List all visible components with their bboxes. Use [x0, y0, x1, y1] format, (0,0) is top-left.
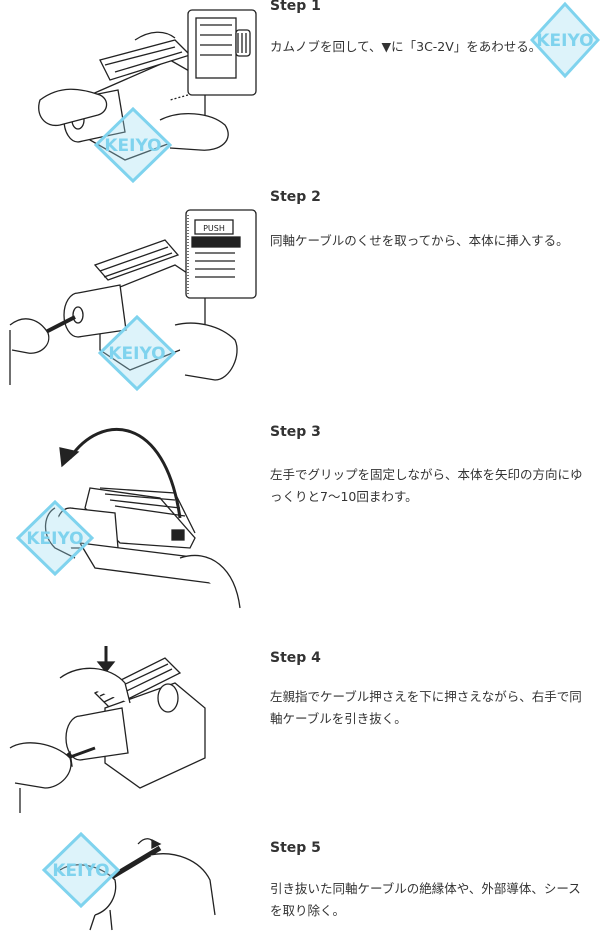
svg-text:KEIYO: KEIYO	[104, 136, 161, 156]
push-label: PUSH	[203, 224, 225, 233]
keiyo-watermark-1: KEIYO	[529, 1, 600, 79]
step-5: KEIYO Step 5 引き抜いた同軸ケーブルの絶縁体や、外部導体、シースを取…	[0, 830, 600, 934]
step-3-title: Step 3	[270, 424, 321, 440]
step-4-illustration	[0, 638, 262, 818]
step-4-title: Step 4	[270, 650, 321, 666]
step-2: PUSH KEIYO Step 2 同軸ケーブルのくせを取ってから、本体に挿入す…	[0, 185, 600, 395]
keiyo-watermark-3: KEIYO	[15, 499, 95, 577]
step-2-illustration: PUSH	[0, 185, 262, 395]
step-5-title: Step 5	[270, 840, 321, 856]
step-2-title: Step 2	[270, 189, 321, 205]
rotation-arrow	[68, 428, 182, 519]
step-4: Step 4 左親指でケーブル押さえを下に押さえながら、右手で同軸ケーブルを引き…	[0, 638, 600, 818]
keiyo-watermark-1b: KEIYO	[93, 106, 173, 184]
step-2-description: 同軸ケーブルのくせを取ってから、本体に挿入する。	[270, 233, 569, 248]
step-4-description: 左親指でケーブル押さえを下に押さえながら、右手で同軸ケーブルを引き抜く。	[270, 689, 582, 726]
keiyo-watermark-5: KEIYO	[41, 831, 121, 909]
svg-text:KEIYO: KEIYO	[26, 529, 83, 549]
step-5-illustration	[0, 830, 262, 934]
svg-text:KEIYO: KEIYO	[108, 344, 165, 364]
svg-text:KEIYO: KEIYO	[52, 861, 109, 881]
step-5-description: 引き抜いた同軸ケーブルの絶縁体や、外部導体、シースを取り除く。	[270, 881, 581, 918]
keiyo-watermark-2: KEIYO	[97, 314, 177, 392]
step-3-illustration	[0, 418, 262, 613]
watermark-text: KEIYO	[536, 31, 593, 51]
step-1-description: カムノブを回して、▼に「3C-2V」をあわせる。	[270, 39, 542, 54]
step-1: KEIYO KEIYO Step 1 カムノブを回して、▼に「3C-2V」をあわ…	[0, 0, 600, 184]
step-3: KEIYO Step 3 左手でグリップを固定しながら、本体を矢印の方向にゆっく…	[0, 418, 600, 613]
step-3-description: 左手でグリップを固定しながら、本体を矢印の方向にゆっくりと7～10回まわす。	[270, 467, 583, 504]
step-1-title: Step 1	[270, 0, 321, 14]
